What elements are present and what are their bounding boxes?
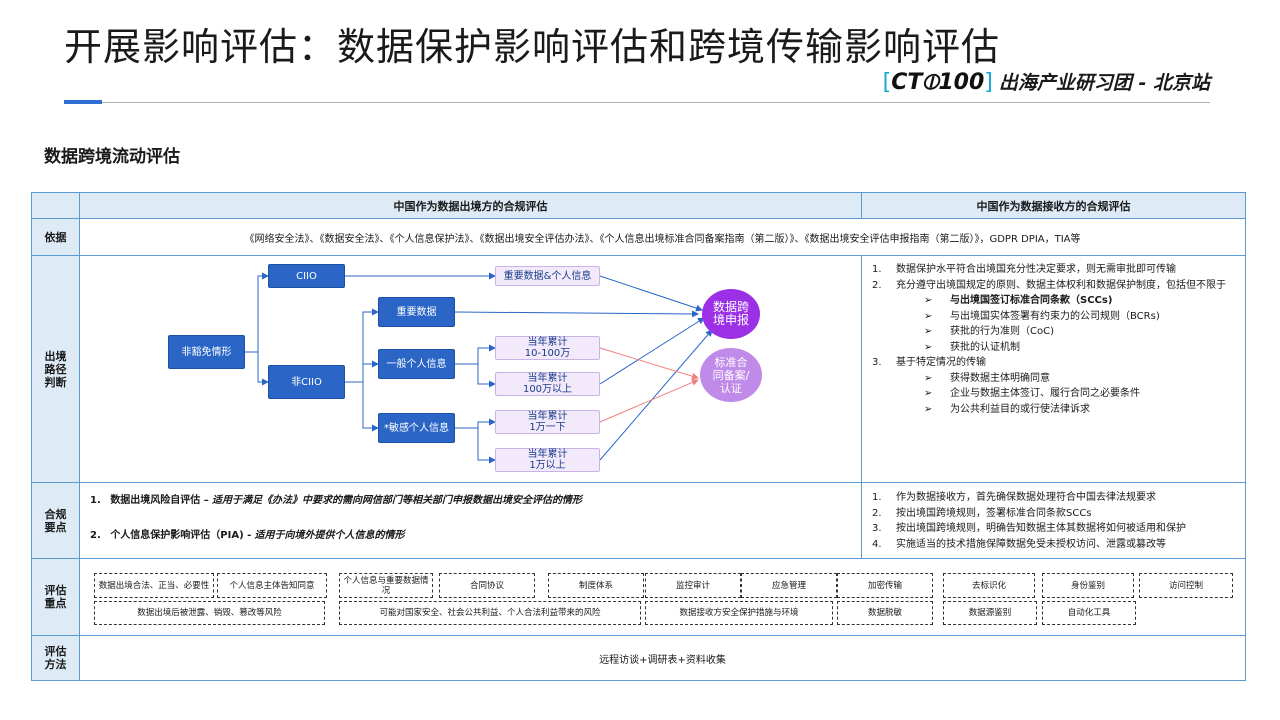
flow-connectors <box>245 272 713 464</box>
focus-tag: 数据接收方安全保护措施与环境 <box>645 601 833 625</box>
focus-tag: 数据出境合法、正当、必要性 <box>94 573 214 598</box>
flow-sensitive-volume-1: 当年累计 1万一下 <box>495 410 600 434</box>
path-inbound-cell: 1.数据保护水平符合出境国充分性决定要求，则无需审批即可传输 2.充分遵守出境国… <box>861 255 1246 483</box>
brand-subtitle: 出海产业研习团 - 北京站 <box>998 72 1210 94</box>
inbound-sub-item: ➢为公共利益目的或行使法律诉求 <box>924 403 1090 415</box>
inbound-item-2: 2.充分遵守出境国规定的原则、数据主体权利和数据保护制度，包括但不限于 <box>872 279 1226 291</box>
focus-cell: 数据出境合法、正当、必要性 个人信息主体告知同意 个人信息与重要数据情况 合同协… <box>79 558 1246 636</box>
flow-general-pi-node: 一般个人信息 <box>378 349 455 379</box>
brand-logo: [CT⦶100]出海产业研习团 - 北京站 <box>883 68 1210 95</box>
focus-tag: 应急管理 <box>741 573 837 598</box>
row-label-method: 评估 方法 <box>31 635 80 681</box>
key-point-inbound: 1.作为数据接收方，首先确保数据处理符合中国去律法规要求 <box>872 492 1156 503</box>
row-label-focus: 评估 重点 <box>31 558 80 636</box>
focus-tag: 可能对国家安全、社会公共利益、个人合法利益带来的风险 <box>339 601 641 625</box>
focus-tag: 监控审计 <box>645 573 741 598</box>
method-text: 远程访谈+调研表+资料收集 <box>79 635 1246 681</box>
page-title: 开展影响评估：数据保护影响评估和跨境传输影响评估 <box>64 25 1001 69</box>
section-title: 数据跨境流动评估 <box>44 147 180 167</box>
brand-logo-text: CT⦶100 <box>891 70 985 95</box>
focus-tag: 个人信息与重要数据情况 <box>339 573 433 598</box>
inbound-sub-item: ➢获批的行为准则（CoC) <box>924 326 1054 337</box>
inbound-item-3: 3.基于特定情况的传输 <box>872 357 986 368</box>
focus-tag: 身份鉴别 <box>1042 573 1134 598</box>
header-divider-accent <box>64 100 102 104</box>
flow-important-data-node: 重要数据 <box>378 297 455 327</box>
key-point-inbound: 2.按出境国跨境规则，签署标准合同条款SCCs <box>872 507 1092 519</box>
key-point-outbound-2: 2. 个人信息保护影响评估（PIA) - 适用于向境外提供个人信息的情形 <box>90 530 405 541</box>
inbound-sub-item: ➢获得数据主体明确同意 <box>924 372 1050 384</box>
focus-tag: 数据源鉴别 <box>943 601 1037 625</box>
focus-tag: 数据脱敏 <box>837 601 933 625</box>
key-points-inbound-cell: 1.作为数据接收方，首先确保数据处理符合中国去律法规要求 2.按出境国跨境规则，… <box>861 482 1246 559</box>
flow-sensitive-volume-2: 当年累计 1万以上 <box>495 448 600 472</box>
key-point-outbound-1: 1. 数据出境风险自评估 – 适用于满足《办法》中要求的需向网信部门等相关部门申… <box>90 495 582 506</box>
focus-tag: 去标识化 <box>943 573 1035 598</box>
brand-bracket-right: ] <box>984 70 993 95</box>
brand-bracket-left: [ <box>882 70 892 95</box>
tree-lines <box>245 272 713 464</box>
path-diagram-cell: 非豁免情形 CIIO 非CIIO 重要数据&个人信息 重要数据 一般个人信息 *… <box>79 255 862 483</box>
focus-tag: 制度体系 <box>548 573 644 598</box>
inbound-sub-item: ➢企业与数据主体签订、履行合同之必要条件 <box>924 388 1140 399</box>
flow-important-personal-node: 重要数据&个人信息 <box>495 266 600 286</box>
header-divider <box>64 102 1210 103</box>
inbound-sub-item: ➢与出境国签订标准合同条款（SCCs) <box>924 295 1113 306</box>
flow-non-ciio-node: 非CIIO <box>268 365 345 399</box>
inbound-item-1: 1.数据保护水平符合出境国充分性决定要求，则无需审批即可传输 <box>872 264 1176 275</box>
focus-tag: 个人信息主体告知同意 <box>217 573 327 598</box>
focus-tag: 数据出境后被泄露、销毁、篡改等风险 <box>94 601 325 625</box>
table-corner <box>31 192 80 219</box>
col-header-inbound: 中国作为数据接收方的合规评估 <box>861 192 1246 219</box>
col-header-outbound: 中国作为数据出境方的合规评估 <box>79 192 862 219</box>
row-label-path: 出境 路径 判断 <box>31 255 80 483</box>
flow-sensitive-pi-node: *敏感个人信息 <box>378 413 455 443</box>
key-points-outbound-cell: 1. 数据出境风险自评估 – 适用于满足《办法》中要求的需向网信部门等相关部门申… <box>79 482 862 559</box>
inbound-sub-item: ➢与出境国实体签署有约束力的公司规则（BCRs) <box>924 310 1160 322</box>
flow-declare-circle: 数据跨 境申报 <box>702 289 760 339</box>
key-point-inbound: 4.实施适当的技术措施保障数据免受未授权访问、泄露或篡改等 <box>872 538 1166 550</box>
basis-text: 《网络安全法》、《数据安全法》、《个人信息保护法》、《数据出境安全评估办法》、《… <box>79 218 1246 256</box>
flow-general-volume-2: 当年累计 100万以上 <box>495 372 600 396</box>
flow-general-volume-1: 当年累计 10-100万 <box>495 336 600 360</box>
row-label-key-points: 合规 要点 <box>31 482 80 559</box>
flow-start-node: 非豁免情形 <box>168 335 245 369</box>
inbound-sub-item: ➢获批的认证机制 <box>924 341 1020 353</box>
row-label-basis: 依据 <box>31 218 80 256</box>
flow-filing-circle: 标准合 同备案/ 认证 <box>700 348 762 402</box>
focus-tag: 访问控制 <box>1139 573 1233 598</box>
red-lines <box>599 347 699 423</box>
focus-tag: 合同协议 <box>439 573 535 598</box>
flow-ciio-node: CIIO <box>268 264 345 288</box>
focus-tag: 加密传输 <box>837 573 933 598</box>
key-point-inbound: 3.按出境国跨境规则，明确告知数据主体其数据将如何被适用和保护 <box>872 523 1186 534</box>
focus-tag: 自动化工具 <box>1042 601 1136 625</box>
